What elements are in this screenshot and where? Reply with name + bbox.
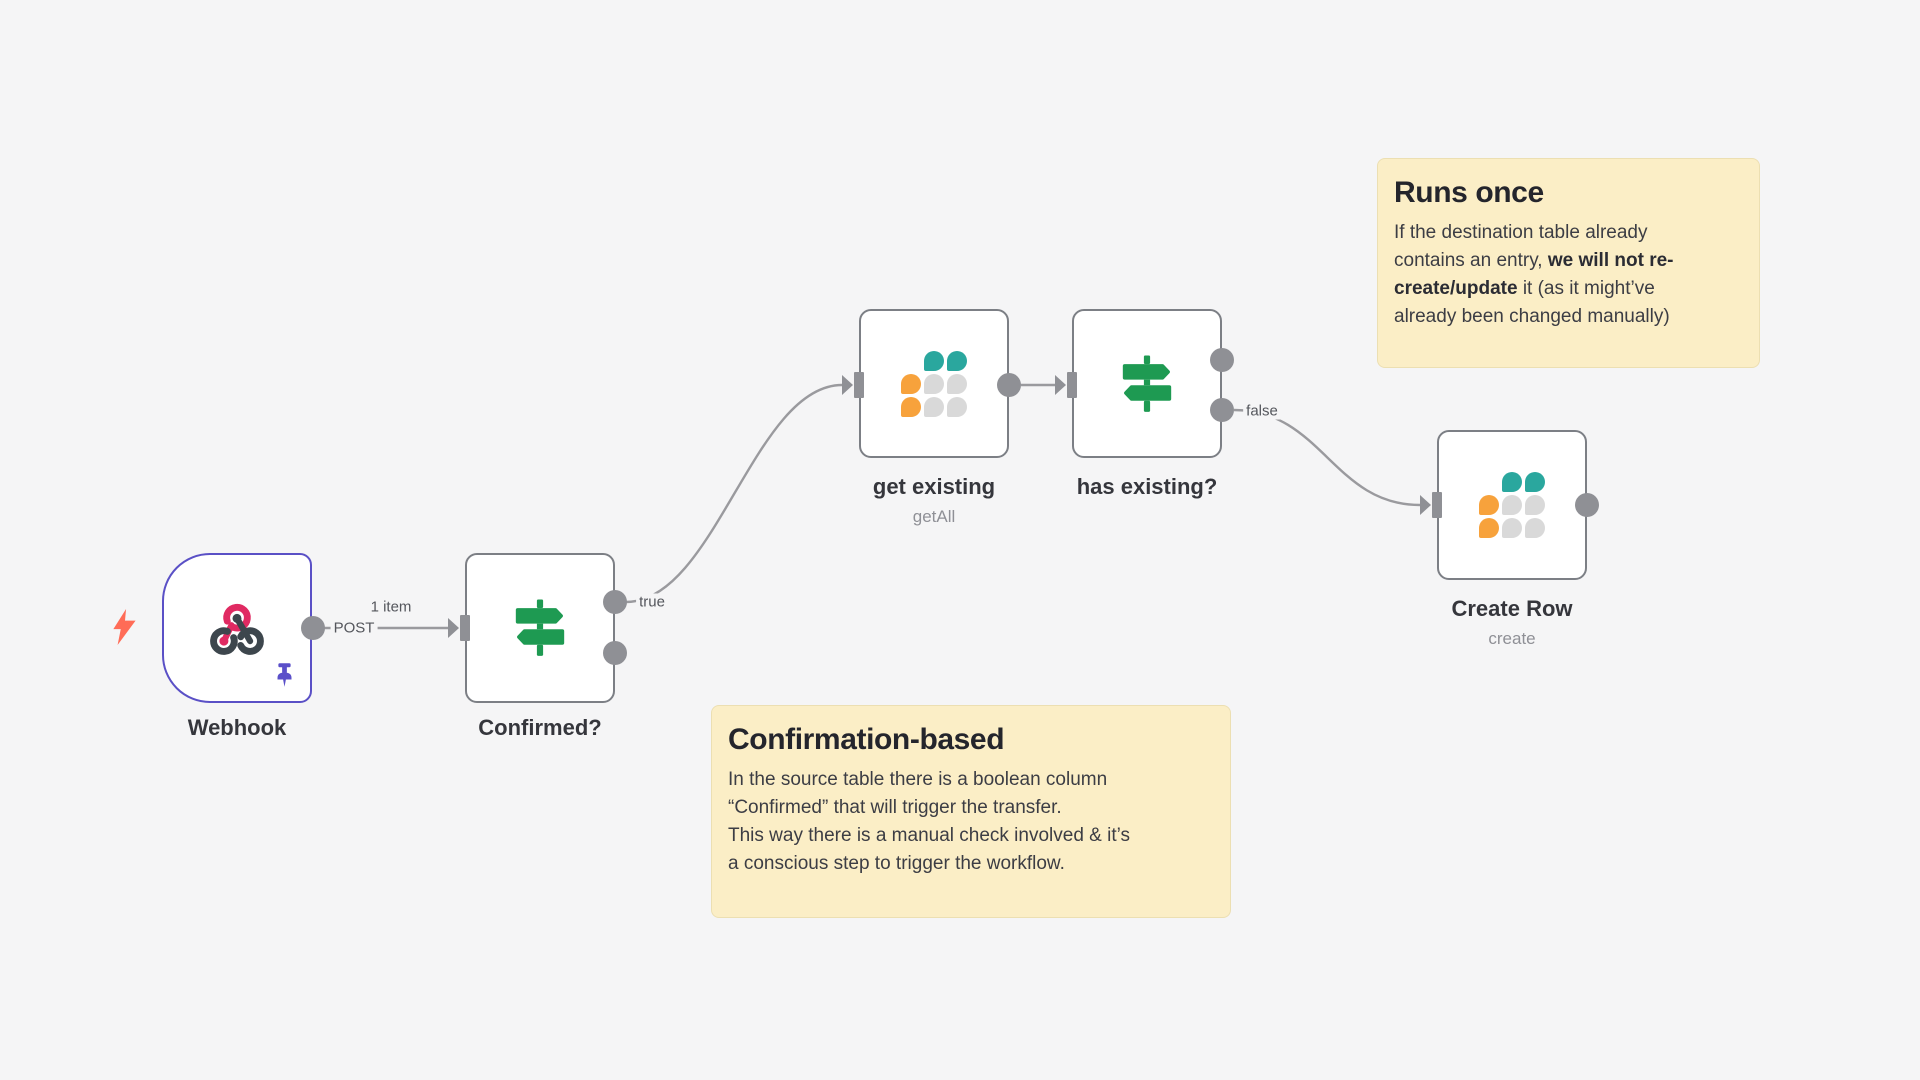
node-confirmed[interactable] [465,553,615,703]
node-label-webhook: Webhook [187,715,287,740]
sticky-note-title: Runs once [1394,176,1544,209]
connection-true-label: true [636,593,668,611]
node-webhook[interactable] [162,553,312,703]
node-label-confirmed: Confirmed? [478,715,602,740]
sticky-note-body: In the source table there is a boolean c… [728,769,1130,874]
if-signpost-icon [1122,354,1172,412]
trigger-lightning-icon [113,609,136,645]
if-signpost-icon [515,599,565,656]
node-label-has-existing: has existing? [1076,474,1218,499]
node-get-existing[interactable] [859,309,1009,458]
node-sublabel-create-row: create [1488,629,1536,648]
baserow-icon [901,350,967,417]
sticky-note-confirmation-based[interactable]: Confirmation-based In the source table t… [711,705,1231,918]
node-label-create-row: Create Row [1451,596,1573,621]
connection-false-label: false [1243,402,1281,420]
node-sublabel-get-existing: getAll [912,507,956,526]
sticky-note-runs-once[interactable]: Runs once If the destination table alrea… [1377,158,1760,368]
sticky-note-title: Confirmation-based [728,723,1005,756]
node-label-get-existing: get existing [872,474,996,499]
connection-item-count-label: 1 item [367,598,415,616]
node-create-row[interactable] [1437,430,1587,580]
baserow-icon [1479,472,1545,538]
sticky-note-body: If the destination table already contain… [1394,222,1674,327]
node-has-existing[interactable] [1072,309,1222,458]
connection-method-label: POST [330,619,378,637]
pin-icon [277,663,292,687]
webhook-icon [210,603,264,655]
